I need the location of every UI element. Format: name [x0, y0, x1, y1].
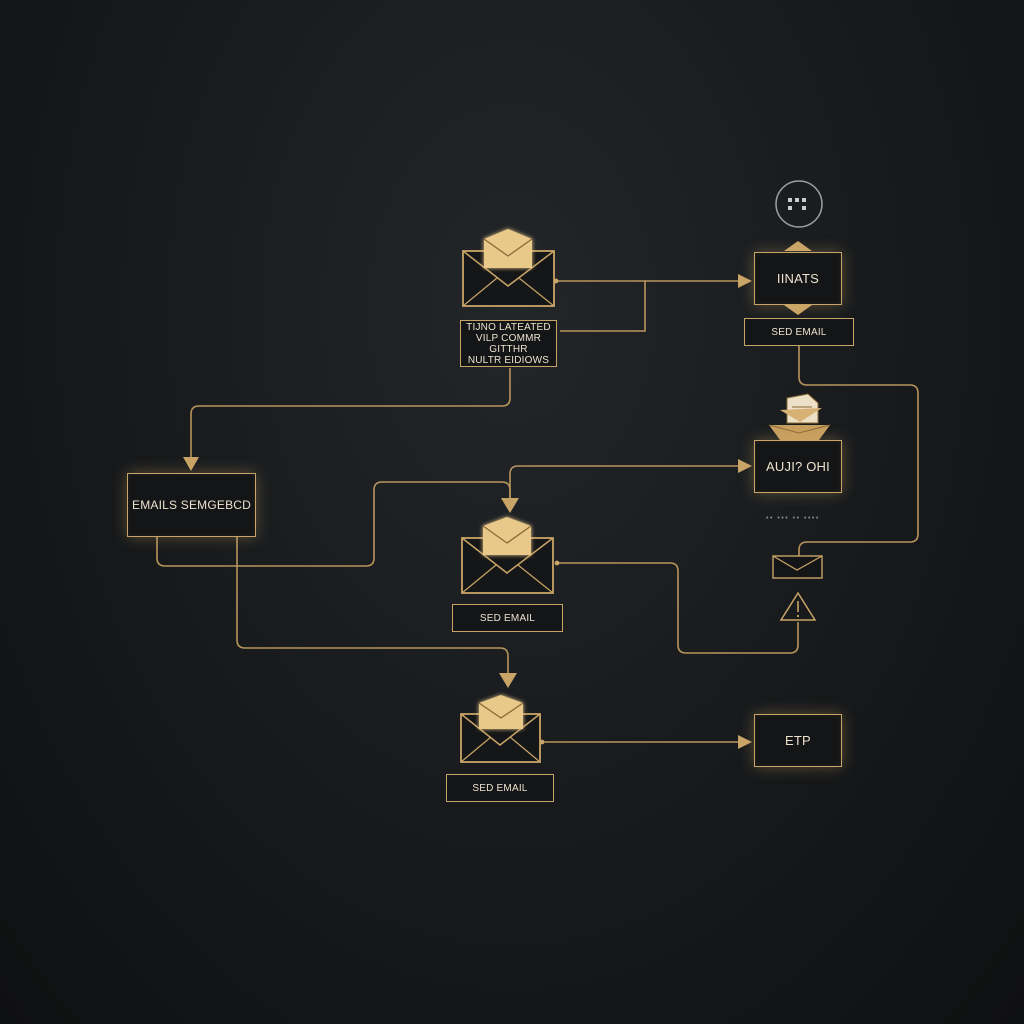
connector-mid-to-warning	[556, 562, 799, 654]
arrowhead-right	[738, 459, 752, 473]
inats-tab-icons	[784, 241, 812, 315]
node-inats[interactable]: IINATS	[754, 252, 842, 305]
arrowhead-down	[501, 498, 519, 513]
node-aujr-note: •• ••• •• ••••	[766, 515, 820, 522]
caption-line: VILP COMMR GITTHR	[475, 332, 542, 355]
node-inats-label: IINATS	[776, 271, 820, 286]
node-send-email-label: SED EMAIL	[479, 612, 536, 624]
node-send-email-bottom[interactable]: SED EMAIL	[446, 774, 554, 802]
node-etp[interactable]: ETP	[754, 714, 842, 767]
connector-emails-to-mid	[156, 481, 511, 567]
menu-circle-icon	[775, 180, 823, 228]
envelope-icon	[460, 695, 541, 763]
arrowheads	[183, 274, 752, 749]
open-envelope-icon	[768, 393, 831, 440]
connector-mid-to-aujr	[509, 465, 742, 500]
node-send-email-top-right[interactable]: SED EMAIL	[744, 318, 854, 346]
arrowhead-right	[738, 735, 752, 749]
node-aujr-label: AUJI? OHI	[766, 459, 830, 474]
caption-box-top: TIJNO LATEATED VILP COMMR GITTHR NULTR E…	[460, 320, 557, 367]
node-send-email-label: SED EMAIL	[771, 326, 827, 338]
node-emails[interactable]: EMAILS SEMGEBCD	[127, 473, 256, 537]
node-emails-label: EMAILS SEMGEBCD	[131, 498, 252, 512]
node-send-email-label: SED EMAIL	[472, 782, 528, 794]
connector-inats-to-right-loop	[798, 346, 919, 556]
caption-line: NULTR EIDIOWS	[467, 354, 550, 366]
connector-caption-to-emails	[190, 368, 511, 460]
arrowhead-down	[499, 673, 517, 688]
connector-emails-to-bottom	[236, 537, 509, 676]
envelope-icon	[462, 229, 555, 307]
node-etp-label: ETP	[785, 733, 811, 748]
envelope-icon	[461, 517, 554, 594]
connectors	[156, 280, 919, 743]
node-aujr[interactable]: AUJI? OHI	[754, 440, 842, 493]
caption-line: TIJNO LATEATED	[466, 321, 551, 333]
node-send-email-mid[interactable]: SED EMAIL	[452, 604, 563, 632]
connector-caption-to-top-line	[560, 281, 646, 332]
arrowhead-right	[738, 274, 752, 288]
envelope-icon	[772, 555, 823, 579]
warning-icon	[779, 591, 817, 621]
arrowhead-down	[183, 457, 199, 471]
